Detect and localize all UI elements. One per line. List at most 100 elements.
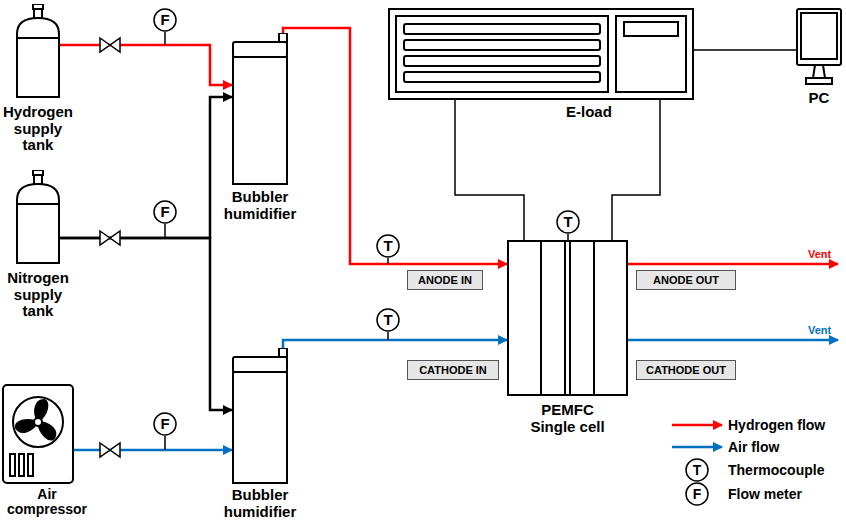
legend-text: Thermocouple: [728, 462, 824, 478]
sensor-outline: [154, 9, 176, 31]
thermocouple: T: [376, 308, 400, 332]
node-label: PC: [796, 90, 842, 107]
sensor-outline: [377, 309, 399, 331]
air-compressor: Air compressor: [2, 384, 92, 518]
flow-connector: [74, 449, 232, 452]
node-label: Hydrogen supply tank: [0, 104, 76, 154]
flow-connector: [60, 45, 232, 85]
port-label: ANODE IN: [407, 270, 483, 290]
load-slot: [404, 40, 600, 50]
legend-text: Air flow: [728, 439, 779, 455]
gas-tank: Nitrogen supply tank: [0, 170, 76, 320]
tank-band: [17, 203, 59, 205]
gas-tank: Hydrogen supply tank: [0, 4, 76, 154]
flow-connector: [612, 100, 660, 240]
sensor-stem: [387, 332, 389, 340]
node-label: T: [376, 308, 400, 332]
air-compressor-drawing: [3, 385, 73, 483]
node-label: F: [153, 200, 177, 224]
sensor-stem: [567, 234, 569, 240]
electronic-load-icon: [388, 8, 694, 100]
gas-tank-drawing: [17, 4, 59, 97]
bubbler-humidifier-icon: [232, 33, 288, 185]
node-label: F: [153, 412, 177, 436]
legend-symbol-text: F: [685, 482, 709, 506]
vent-label: Vent: [808, 323, 831, 337]
monitor: [797, 9, 841, 65]
legend-sample: [672, 424, 722, 427]
fuel-cell-icon: [507, 240, 628, 396]
bubbler-humidifier-icon: [232, 348, 288, 484]
electronic-load: E-load: [388, 8, 698, 121]
node-label: CATHODE IN: [414, 361, 492, 379]
thermocouple: T: [556, 210, 580, 234]
port-label: CATHODE IN: [407, 360, 499, 380]
valve-symbol: [100, 443, 120, 457]
bubbler-humidifier-drawing: [233, 348, 287, 483]
monitor-screen: [801, 13, 837, 59]
node-label: T: [376, 234, 400, 258]
bubbler-humidifier: Bubbler humidifier: [218, 33, 302, 222]
node-label: ANODE OUT: [643, 271, 729, 289]
monitor-stand: [813, 65, 825, 78]
fan-hub: [34, 418, 42, 426]
legend-sample: [686, 483, 708, 505]
tank-neck: [34, 175, 42, 184]
compressor-housing: [3, 385, 73, 483]
node-label: Nitrogen supply tank: [0, 270, 76, 320]
fuel-cell: PEMFC Single cell: [507, 240, 628, 435]
tank-body: [17, 184, 59, 263]
flow-connector: [60, 97, 232, 238]
vent-line: [628, 339, 838, 342]
node-label: E-load: [566, 104, 698, 121]
sensor-outline: [154, 413, 176, 435]
sensor-stem: [387, 258, 389, 264]
node-label: PEMFC Single cell: [522, 402, 614, 435]
tank-neck: [34, 9, 42, 18]
bubbler-humidifier-drawing: [233, 33, 287, 184]
flow-meter: F: [153, 200, 177, 224]
load-slot: [404, 24, 600, 34]
node-label: F: [153, 8, 177, 32]
cathode-plate: [594, 241, 627, 395]
legend-sample: [686, 459, 708, 481]
sensor-outline: [557, 211, 579, 233]
load-slot: [404, 56, 600, 66]
port-label: ANODE OUT: [636, 270, 736, 290]
sensor-stem: [164, 32, 166, 45]
flow-meter: F: [153, 8, 177, 32]
legend-entry: Flow meter: [728, 485, 802, 503]
load-panel: [396, 16, 608, 92]
legend-sample: [672, 446, 722, 449]
node-label: CATHODE OUT: [643, 361, 729, 379]
node-label: Bubbler humidifier: [218, 189, 302, 222]
vent-line: [628, 263, 838, 266]
legend-text: Hydrogen flow: [728, 417, 825, 433]
load-control-panel: [616, 16, 686, 92]
computer-icon: [796, 8, 842, 86]
flow-connector: [455, 100, 524, 240]
node-label: ANODE IN: [414, 271, 476, 289]
sensor-stem: [164, 436, 166, 450]
flow-connector: [60, 238, 232, 410]
bubbler-humidifier: Bubbler humidifier: [218, 348, 302, 520]
legend-symbol-text: T: [685, 458, 709, 482]
vent-slot: [19, 454, 24, 476]
flow-connector: [283, 340, 507, 348]
port-label: CATHODE OUT: [636, 360, 736, 380]
humidifier-nozzle: [279, 33, 287, 42]
flow-meter: F: [153, 412, 177, 436]
humidifier-nozzle: [279, 348, 287, 357]
membrane: [565, 241, 570, 395]
valve-symbol: [100, 231, 120, 245]
legend-entry: Air flow: [728, 438, 779, 456]
vent-label: Vent: [808, 247, 831, 261]
humidifier-body: [233, 57, 287, 184]
monitor-base: [806, 78, 832, 84]
load-housing: [389, 9, 693, 99]
flow-connector: [694, 49, 796, 51]
fan-ring: [13, 397, 63, 447]
vent-slot: [10, 454, 15, 476]
node-label: Bubbler humidifier: [218, 487, 302, 520]
